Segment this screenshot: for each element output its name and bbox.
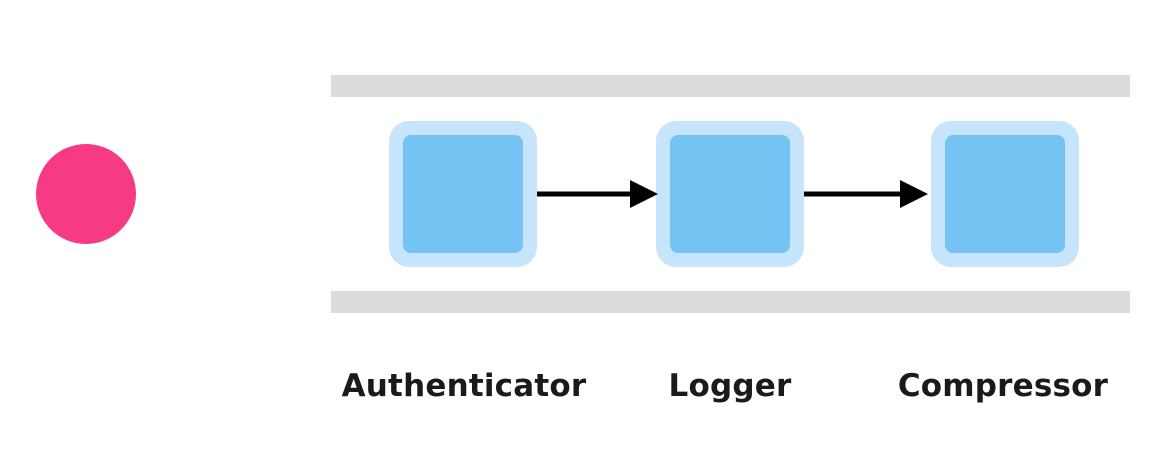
node-compressor [931,121,1079,267]
node-compressor-inner [945,135,1065,253]
node-authenticator [389,121,537,267]
node-authenticator-inner [403,135,523,253]
node-logger [656,121,804,267]
arrowhead-icon [900,180,928,208]
label-authenticator: Authenticator [341,368,587,404]
pipeline-rail-bottom [331,291,1130,313]
pipeline-rail-top [331,75,1130,97]
label-compressor: Compressor [897,368,1109,404]
label-logger: Logger [668,368,792,404]
node-logger-inner [670,135,790,253]
edge-authenticator-to-logger [537,180,658,208]
edge-logger-to-compressor [804,180,928,208]
request-dot [36,144,136,244]
arrowhead-icon [630,180,658,208]
